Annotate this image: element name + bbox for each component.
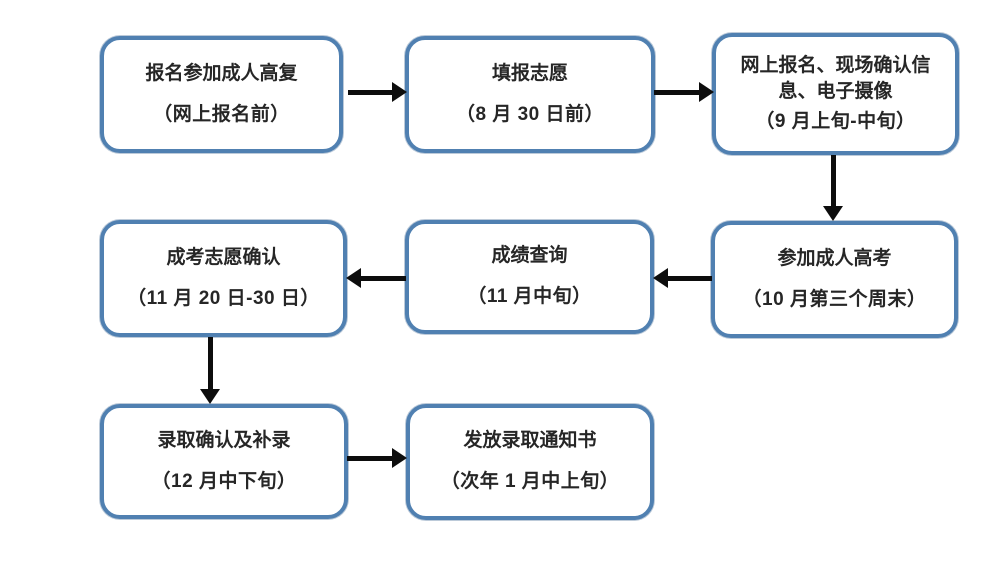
node-subtitle: （次年 1 月中上旬）	[440, 471, 620, 492]
flow-node-preference-confirm: 成考志愿确认 （11 月 20 日-30 日）	[100, 220, 347, 337]
arrow-head	[346, 268, 361, 288]
node-title: 成考志愿确认	[166, 246, 281, 268]
arrow-head	[392, 448, 407, 468]
node-subtitle: （9 月上旬-中旬）	[755, 111, 916, 133]
arrow-left-icon	[346, 268, 406, 288]
arrow-head	[699, 82, 714, 102]
node-title: 参加成人高考	[777, 247, 892, 269]
flow-node-score-query: 成绩查询 （11 月中旬）	[405, 220, 654, 334]
arrow-right-icon	[654, 82, 714, 102]
arrow-head	[200, 389, 220, 404]
arrow-shaft	[831, 155, 836, 208]
flow-node-fill-preferences: 填报志愿 （8 月 30 日前）	[405, 36, 655, 153]
arrow-left-icon	[653, 268, 712, 288]
node-subtitle: （网上报名前）	[153, 103, 290, 125]
flow-node-take-exam: 参加成人高考 （10 月第三个周末）	[711, 221, 958, 338]
node-subtitle: （8 月 30 日前）	[455, 103, 605, 125]
arrow-shaft	[666, 276, 712, 281]
flow-node-online-registration: 网上报名、现场确认信息、电子摄像 （9 月上旬-中旬）	[712, 33, 959, 155]
flow-node-register-review: 报名参加成人高复 （网上报名前）	[100, 36, 343, 153]
arrow-shaft	[654, 90, 701, 95]
arrow-shaft	[347, 456, 394, 461]
node-subtitle: （10 月第三个周末）	[742, 288, 927, 310]
arrow-down-icon	[200, 337, 220, 404]
node-title: 录取确认及补录	[157, 429, 291, 451]
arrow-head	[823, 206, 843, 221]
node-title: 发放录取通知书	[463, 430, 597, 452]
arrow-right-icon	[348, 82, 407, 102]
arrow-shaft	[348, 90, 394, 95]
flow-node-admission-confirm: 录取确认及补录 （12 月中下旬）	[100, 404, 348, 519]
node-title: 填报志愿	[491, 62, 568, 84]
node-subtitle: （11 月 20 日-30 日）	[127, 287, 320, 309]
node-title: 网上报名、现场确认信息、电子摄像	[740, 55, 931, 102]
node-title: 报名参加成人高复	[145, 62, 298, 84]
node-title: 成绩查询	[491, 245, 568, 267]
arrow-down-icon	[823, 155, 843, 221]
arrow-right-icon	[347, 448, 407, 468]
arrow-head	[653, 268, 668, 288]
arrow-shaft	[208, 337, 213, 391]
flow-node-admission-letter: 发放录取通知书 （次年 1 月中上旬）	[406, 404, 654, 520]
arrow-shaft	[359, 276, 406, 281]
node-subtitle: （12 月中下旬）	[151, 470, 297, 492]
node-subtitle: （11 月中旬）	[467, 286, 592, 307]
arrow-head	[392, 82, 407, 102]
